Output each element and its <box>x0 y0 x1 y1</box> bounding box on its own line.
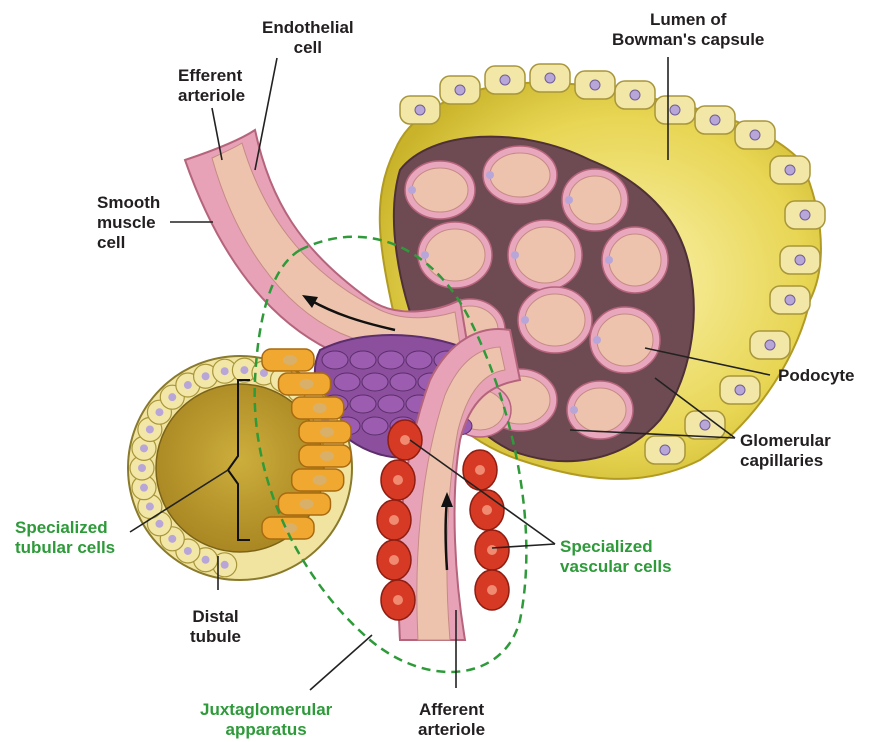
granular-cell-nucleus <box>487 585 497 595</box>
capillary-lumen <box>569 176 621 224</box>
mesangial-cell <box>322 351 348 369</box>
label-efferent-arteriole: Efferent arteriole <box>178 66 245 106</box>
cell-nucleus <box>785 165 795 175</box>
tubule-cell-nucleus <box>202 556 210 564</box>
mesangial-cell <box>378 351 404 369</box>
capillary-lumen <box>525 294 585 346</box>
label-specialized-tubular-cells: Specialized tubular cells <box>15 518 115 558</box>
endothelial-nucleus <box>521 316 529 324</box>
label-specialized-vascular-cells: Specialized vascular cells <box>560 537 672 577</box>
mesangial-cell <box>334 373 360 391</box>
tubule-cell-nucleus <box>202 372 210 380</box>
cell-nucleus <box>735 385 745 395</box>
cell-nucleus <box>590 80 600 90</box>
endothelial-nucleus <box>511 251 519 259</box>
mesangial-cell <box>350 351 376 369</box>
endothelial-nucleus <box>408 186 416 194</box>
mesangial-cell <box>390 373 416 391</box>
cell-nucleus <box>500 75 510 85</box>
cell-nucleus <box>785 295 795 305</box>
label-distal-tubule: Distal tubule <box>190 607 241 647</box>
granular-cell-nucleus <box>400 435 410 445</box>
label-afferent-arteriole: Afferent arteriole <box>418 700 485 740</box>
tubule-cell-nucleus <box>146 503 154 511</box>
tubule-cell-nucleus <box>240 366 248 374</box>
mesangial-cell <box>362 417 388 435</box>
tubule-cell-nucleus <box>138 464 146 472</box>
tubule-cell-nucleus <box>146 425 154 433</box>
cell-nucleus <box>710 115 720 125</box>
label-juxtaglomerular-apparatus: Juxtaglomerular apparatus <box>200 700 332 740</box>
cell-nucleus <box>700 420 710 430</box>
cell-nucleus <box>765 340 775 350</box>
mesangial-cell <box>378 395 404 413</box>
tubule-cell-nucleus <box>184 381 192 389</box>
macula-densa-nucleus <box>313 403 327 413</box>
cell-nucleus <box>545 73 555 83</box>
mesangial-cell <box>406 351 432 369</box>
cell-nucleus <box>795 255 805 265</box>
tubule-cell-nucleus <box>221 367 229 375</box>
label-glomerular-capillaries: Glomerular capillaries <box>740 431 831 471</box>
cell-nucleus <box>660 445 670 455</box>
endothelial-nucleus <box>570 406 578 414</box>
label-smooth-muscle-cell: Smooth muscle cell <box>97 193 160 253</box>
cell-nucleus <box>455 85 465 95</box>
label-lumen-bowmans-capsule: Lumen of Bowman's capsule <box>612 10 764 50</box>
mesangial-cell <box>362 373 388 391</box>
cell-nucleus <box>415 105 425 115</box>
macula-densa-nucleus <box>299 499 313 509</box>
label-podocyte: Podocyte <box>778 366 855 386</box>
endothelial-nucleus <box>593 336 601 344</box>
macula-densa-nucleus <box>320 451 334 461</box>
granular-cell-nucleus <box>487 545 497 555</box>
tubule-cell-nucleus <box>155 408 163 416</box>
tubule-cell-nucleus <box>140 444 148 452</box>
capillary-lumen <box>425 229 485 281</box>
mesangial-cell <box>350 395 376 413</box>
granular-cell-nucleus <box>393 595 403 605</box>
cell-nucleus <box>750 130 760 140</box>
tubule-cell-nucleus <box>184 547 192 555</box>
granular-cell-nucleus <box>475 465 485 475</box>
tubule-cell-nucleus <box>168 393 176 401</box>
endothelial-nucleus <box>565 196 573 204</box>
granular-cell-nucleus <box>389 515 399 525</box>
tubule-cell-nucleus <box>155 520 163 528</box>
macula-densa-nucleus <box>313 475 327 485</box>
cell-nucleus <box>670 105 680 115</box>
granular-cell-nucleus <box>389 555 399 565</box>
tubule-cell-nucleus <box>221 561 229 569</box>
endothelial-nucleus <box>605 256 613 264</box>
capillary-lumen <box>574 388 626 432</box>
label-endothelial-cell: Endothelial cell <box>262 18 354 58</box>
macula-densa-nucleus <box>320 427 334 437</box>
afferent-flow-arrow <box>446 500 448 570</box>
macula-densa-nucleus <box>283 355 297 365</box>
capillary-lumen <box>609 234 661 286</box>
capillary-lumen <box>490 153 550 197</box>
endothelial-nucleus <box>486 171 494 179</box>
cell-nucleus <box>800 210 810 220</box>
tubule-cell-nucleus <box>168 535 176 543</box>
tubule-cell-nucleus <box>140 484 148 492</box>
capillary-lumen <box>515 227 575 283</box>
granular-cell-nucleus <box>393 475 403 485</box>
granular-cell-nucleus <box>482 505 492 515</box>
capillary-lumen <box>597 314 653 366</box>
cell-nucleus <box>630 90 640 100</box>
capillary-lumen <box>412 168 468 212</box>
endothelial-nucleus <box>421 251 429 259</box>
macula-densa-nucleus <box>299 379 313 389</box>
